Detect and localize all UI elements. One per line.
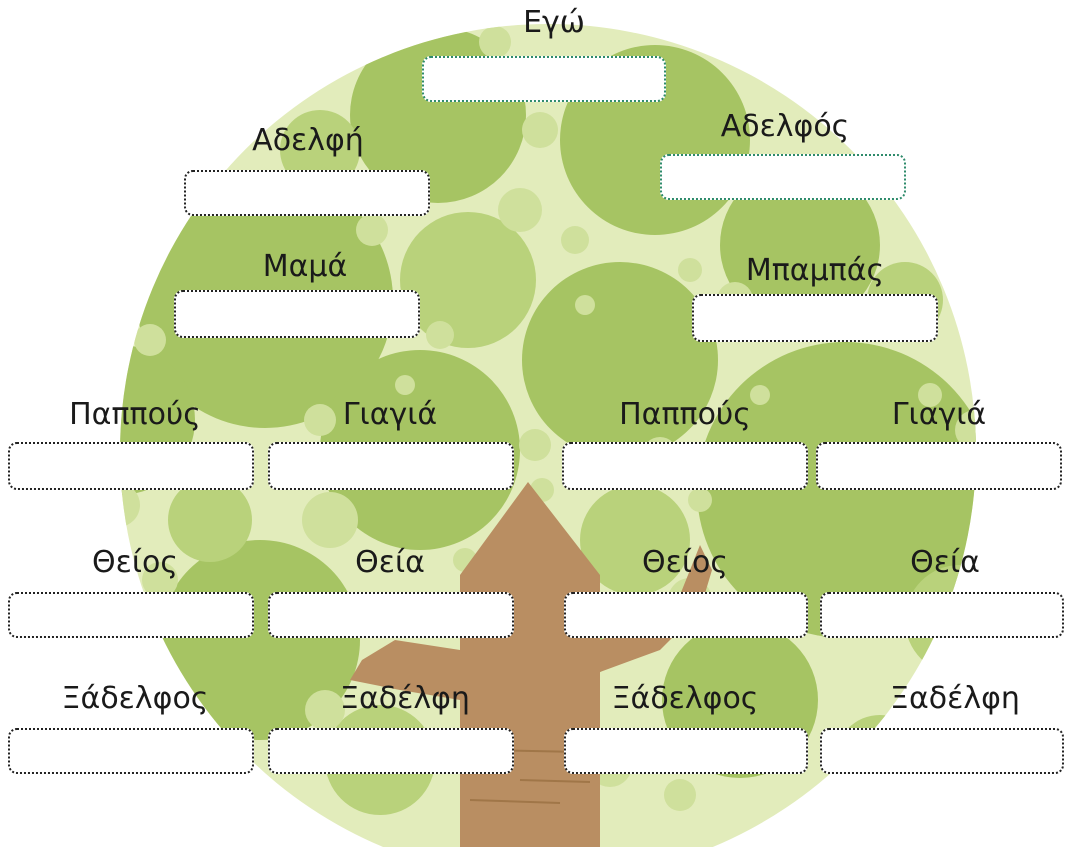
me-name-field[interactable] <box>422 56 666 102</box>
label-sister: Αδελφή <box>252 123 364 158</box>
label-uncle-1: Θείος <box>92 545 178 580</box>
cousin-f-2-name-field[interactable] <box>820 728 1064 774</box>
dad-name-field[interactable] <box>692 294 938 342</box>
grandpa-maternal-name-field[interactable] <box>8 442 254 490</box>
grandma-maternal-name-field[interactable] <box>268 442 514 490</box>
label-grandma-maternal: Γιαγιά <box>342 397 438 432</box>
label-cousin-m-1: Ξάδελφος <box>61 681 209 716</box>
label-mom: Μαμά <box>262 249 348 284</box>
uncle-1-name-field[interactable] <box>8 592 254 638</box>
grandpa-paternal-name-field[interactable] <box>562 442 808 490</box>
mom-name-field[interactable] <box>174 290 420 338</box>
aunt-2-name-field[interactable] <box>820 592 1064 638</box>
label-aunt-1: Θεία <box>355 545 425 580</box>
sister-name-field[interactable] <box>184 170 430 216</box>
label-aunt-2: Θεία <box>910 545 980 580</box>
brother-name-field[interactable] <box>660 154 906 200</box>
uncle-2-name-field[interactable] <box>564 592 808 638</box>
label-grandma-paternal: Γιαγιά <box>891 397 987 432</box>
label-dad: Μπαμπάς <box>745 253 885 288</box>
label-grandpa-paternal: Παππούς <box>619 397 751 432</box>
label-cousin-f-1: Ξαδέλφη <box>340 681 470 716</box>
label-cousin-f-2: Ξαδέλφη <box>890 681 1020 716</box>
cousin-m-1-name-field[interactable] <box>8 728 254 774</box>
label-brother: Αδελφός <box>720 109 850 144</box>
cousin-f-1-name-field[interactable] <box>268 728 514 774</box>
label-cousin-m-2: Ξάδελφος <box>611 681 759 716</box>
label-uncle-2: Θείος <box>642 545 728 580</box>
cousin-m-2-name-field[interactable] <box>564 728 808 774</box>
label-grandpa-maternal: Παππούς <box>69 397 201 432</box>
label-me: Εγώ <box>523 5 585 40</box>
aunt-1-name-field[interactable] <box>268 592 514 638</box>
grandma-paternal-name-field[interactable] <box>816 442 1062 490</box>
